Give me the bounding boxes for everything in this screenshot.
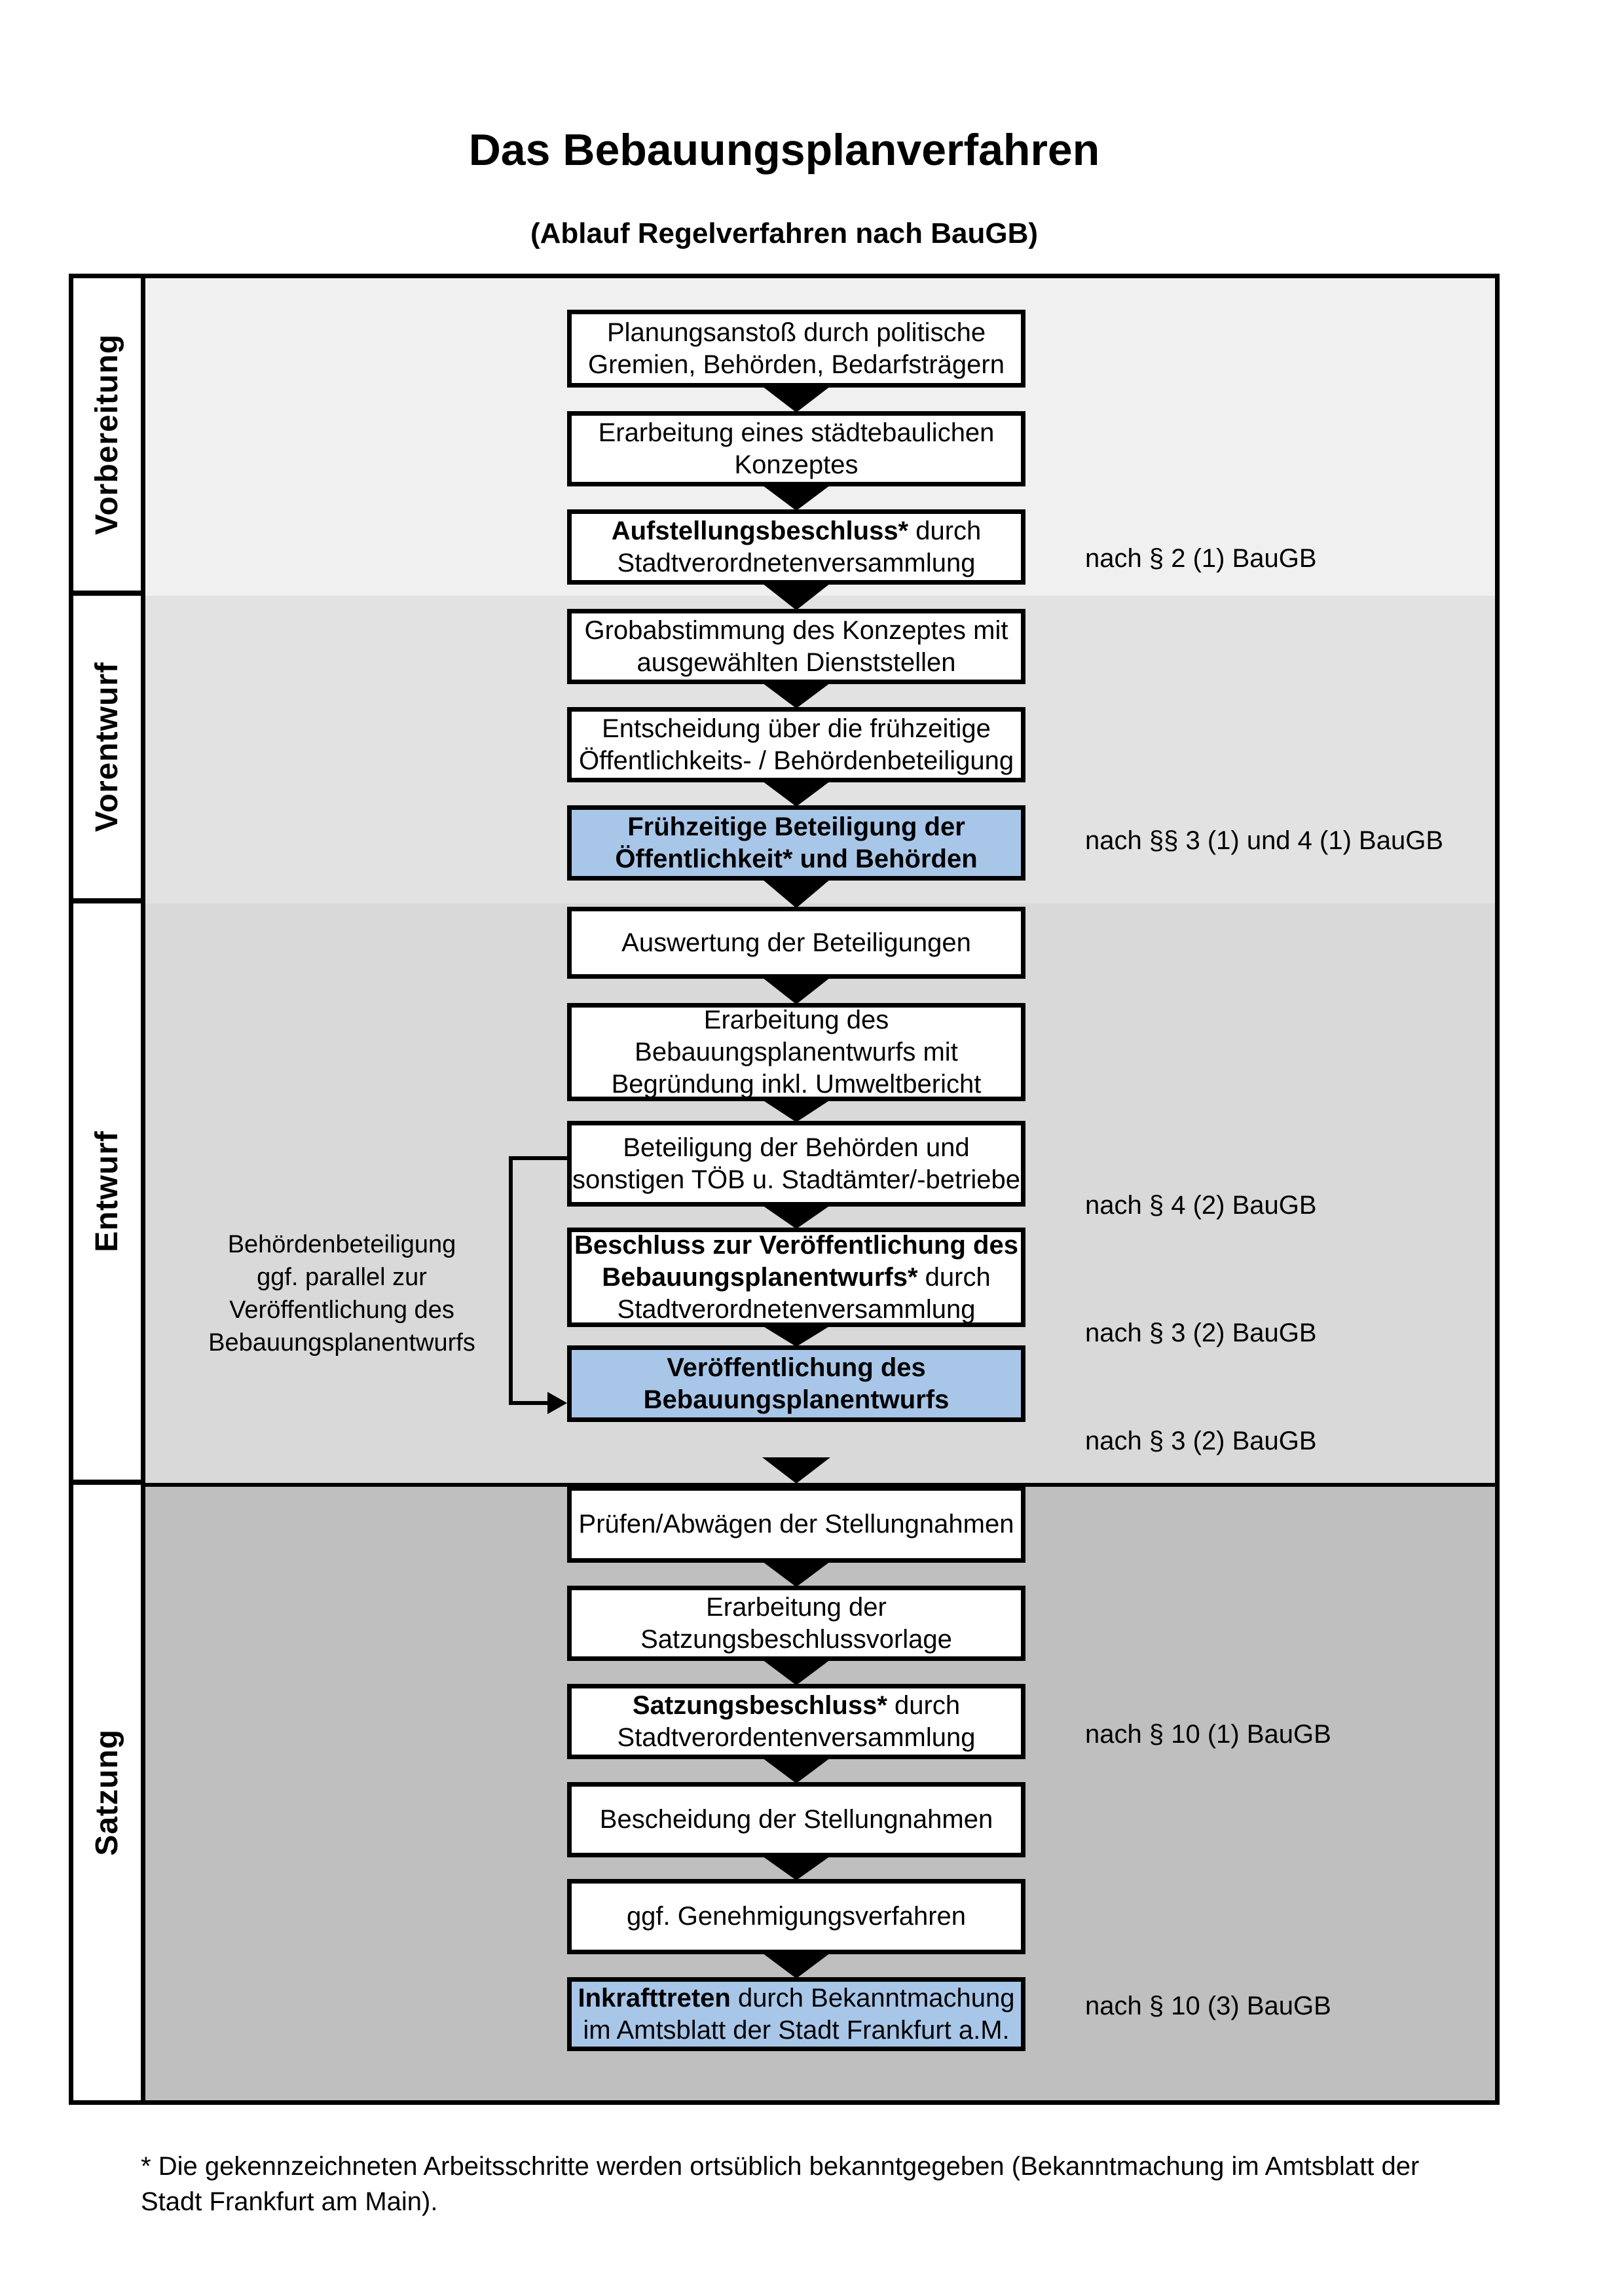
down-arrow: [762, 583, 830, 610]
phase-cell-satzung: Satzung: [73, 1485, 141, 2100]
down-arrow: [762, 683, 830, 708]
down-arrow: [762, 1205, 830, 1229]
flow-step-line: Gremien, Behörden, Bedarfsträgern: [588, 350, 1005, 379]
down-arrow: [762, 1100, 830, 1122]
flow-step-line: Aufstellungsbeschluss* durch: [611, 516, 982, 545]
flow-step-line: Inkrafttreten durch Bekanntmachung: [578, 1983, 1015, 2013]
flow-step-line: Beteiligung der Behörden und: [623, 1133, 970, 1162]
flow-step-line: Stadtverordnetenversammlung: [617, 548, 976, 577]
page-subtitle: (Ablauf Regelverfahren nach BauGB): [530, 217, 1039, 249]
side-annotation-line: Veröffentlichung des: [229, 1296, 454, 1324]
phase-cell-entwurf: Entwurf: [73, 903, 141, 1485]
side-annotation-line: Behördenbeteiligung: [227, 1231, 456, 1258]
flow-step-16: ggf. Genehmigungsverfahren: [567, 1879, 1025, 1954]
flow-step-line: Grobabstimmung des Konzeptes mit: [584, 615, 1008, 645]
legal-note: nach § 10 (1) BauGB: [1085, 1720, 1331, 1749]
down-arrow: [762, 781, 830, 807]
flow-step-line: ggf. Genehmigungsverfahren: [626, 1902, 967, 1931]
legal-note: nach § 2 (1) BauGB: [1085, 544, 1317, 573]
flow-step-12: Prüfen/Abwägen der Stellungnahmen: [567, 1486, 1025, 1563]
side-annotation-line: ggf. parallel zur: [257, 1264, 427, 1291]
down-arrow: [762, 1326, 830, 1347]
down-arrow: [762, 977, 830, 1004]
flow-step-line: Bescheidung der Stellungnahmen: [599, 1805, 993, 1834]
flow-step-line: Auswertung der Beteiligungen: [621, 928, 971, 957]
flow-step-line: Satzungsbeschlussvorlage: [640, 1624, 952, 1654]
footnote-marker: *: [141, 2152, 151, 2181]
legal-note: nach § 3 (2) BauGB: [1085, 1319, 1317, 1347]
flow-step-line: Erarbeitung eines städtebaulichen: [598, 418, 995, 447]
flow-step-line: Öffentlichkeits- / Behördenbeteiligung: [578, 746, 1014, 775]
flow-step-line: Frühzeitige Beteiligung der: [627, 812, 965, 841]
phase-cell-vorbereitung: Vorbereitung: [73, 278, 141, 596]
flow-step-line: Stadtverordentenversammlung: [617, 1722, 976, 1752]
flow-step-line: Satzungsbeschluss* durch: [632, 1690, 961, 1720]
right-arrow-icon: [547, 1392, 567, 1414]
legal-note: nach § 10 (3) BauGB: [1085, 1992, 1331, 2020]
flow-step-line: Stadtverordnetenversammlung: [617, 1294, 976, 1324]
footnote-text: Die gekennzeichneten Arbeitsschritte wer…: [141, 2152, 1420, 2216]
down-arrow: [762, 879, 830, 908]
phase-label-column: Vorbereitung Vorentwurf Entwurf Satzung: [73, 278, 145, 2100]
flow-step-line: Erarbeitung der: [706, 1592, 887, 1622]
down-arrow: [762, 386, 830, 412]
phase-label: Entwurf: [90, 1131, 124, 1252]
phase-cell-vorentwurf: Vorentwurf: [73, 596, 141, 903]
phase-label: Vorbereitung: [90, 333, 124, 536]
legal-note: nach § 3 (2) BauGB: [1085, 1427, 1317, 1455]
down-arrow: [762, 485, 830, 511]
flow-step-line: Planungsanstoß durch politische: [606, 318, 986, 347]
down-arrow: [762, 1758, 830, 1783]
flow-step-line: sonstigen TÖB u. Stadtämter/-betriebe: [572, 1165, 1021, 1194]
phase-label: Satzung: [90, 1729, 124, 1856]
flow-step-line: Bebauungsplanentwurfs mit: [635, 1037, 958, 1066]
flow-step-line: im Amtsblatt der Stadt Frankfurt a.M.: [583, 2015, 1010, 2045]
flow-step-7: Auswertung der Beteiligungen: [567, 907, 1025, 979]
footnote: * Die gekennzeichneten Arbeitsschritte w…: [141, 2149, 1470, 2219]
page-title: Das Bebauungsplanverfahren: [468, 125, 1100, 175]
down-arrow: [762, 1953, 830, 1978]
flow-step-line: ausgewählten Dienststellen: [637, 647, 956, 677]
side-annotation: Behördenbeteiligung ggf. parallel zur Ve…: [191, 1228, 492, 1359]
parallel-bracket-vertical-line: [509, 1156, 513, 1405]
flow-step-line: Öffentlichkeit* und Behörden: [615, 844, 978, 873]
flow-step-line: Erarbeitung des: [703, 1005, 889, 1034]
legal-note: nach § 4 (2) BauGB: [1085, 1191, 1317, 1220]
flow-step-line: Begründung inkl. Umweltbericht: [611, 1069, 982, 1099]
flow-step-line: Konzeptes: [734, 450, 858, 479]
flow-step-line: Prüfen/Abwägen der Stellungnahmen: [578, 1510, 1014, 1539]
down-arrow: [762, 1561, 830, 1587]
flow-step-15: Bescheidung der Stellungnahmen: [567, 1782, 1025, 1857]
down-arrow: [762, 1856, 830, 1880]
legal-note: nach §§ 3 (1) und 4 (1) BauGB: [1085, 826, 1443, 855]
down-arrow: [762, 1660, 830, 1685]
side-annotation-line: Bebauungsplanentwurfs: [208, 1329, 475, 1357]
parallel-bracket-bottom-line: [509, 1401, 549, 1405]
satzung-divider-line: [145, 1483, 1495, 1487]
flow-step-line: Entscheidung über die frühzeitige: [602, 714, 991, 743]
parallel-bracket-top-line: [509, 1156, 567, 1160]
flow-step-line: Beschluss zur Veröffentlichung des: [574, 1230, 1018, 1260]
phase-label: Vorentwurf: [90, 662, 124, 832]
flow-step-line: Bebauungsplanentwurfs: [643, 1385, 950, 1414]
flow-step-line: Veröffentlichung des: [667, 1353, 926, 1382]
flow-step-9: Beteiligung der Behörden und sonstigen TÖ…: [567, 1121, 1025, 1207]
flow-step-line: Bebauungsplanentwurfs* durch: [602, 1262, 991, 1292]
down-arrow: [762, 1457, 830, 1484]
